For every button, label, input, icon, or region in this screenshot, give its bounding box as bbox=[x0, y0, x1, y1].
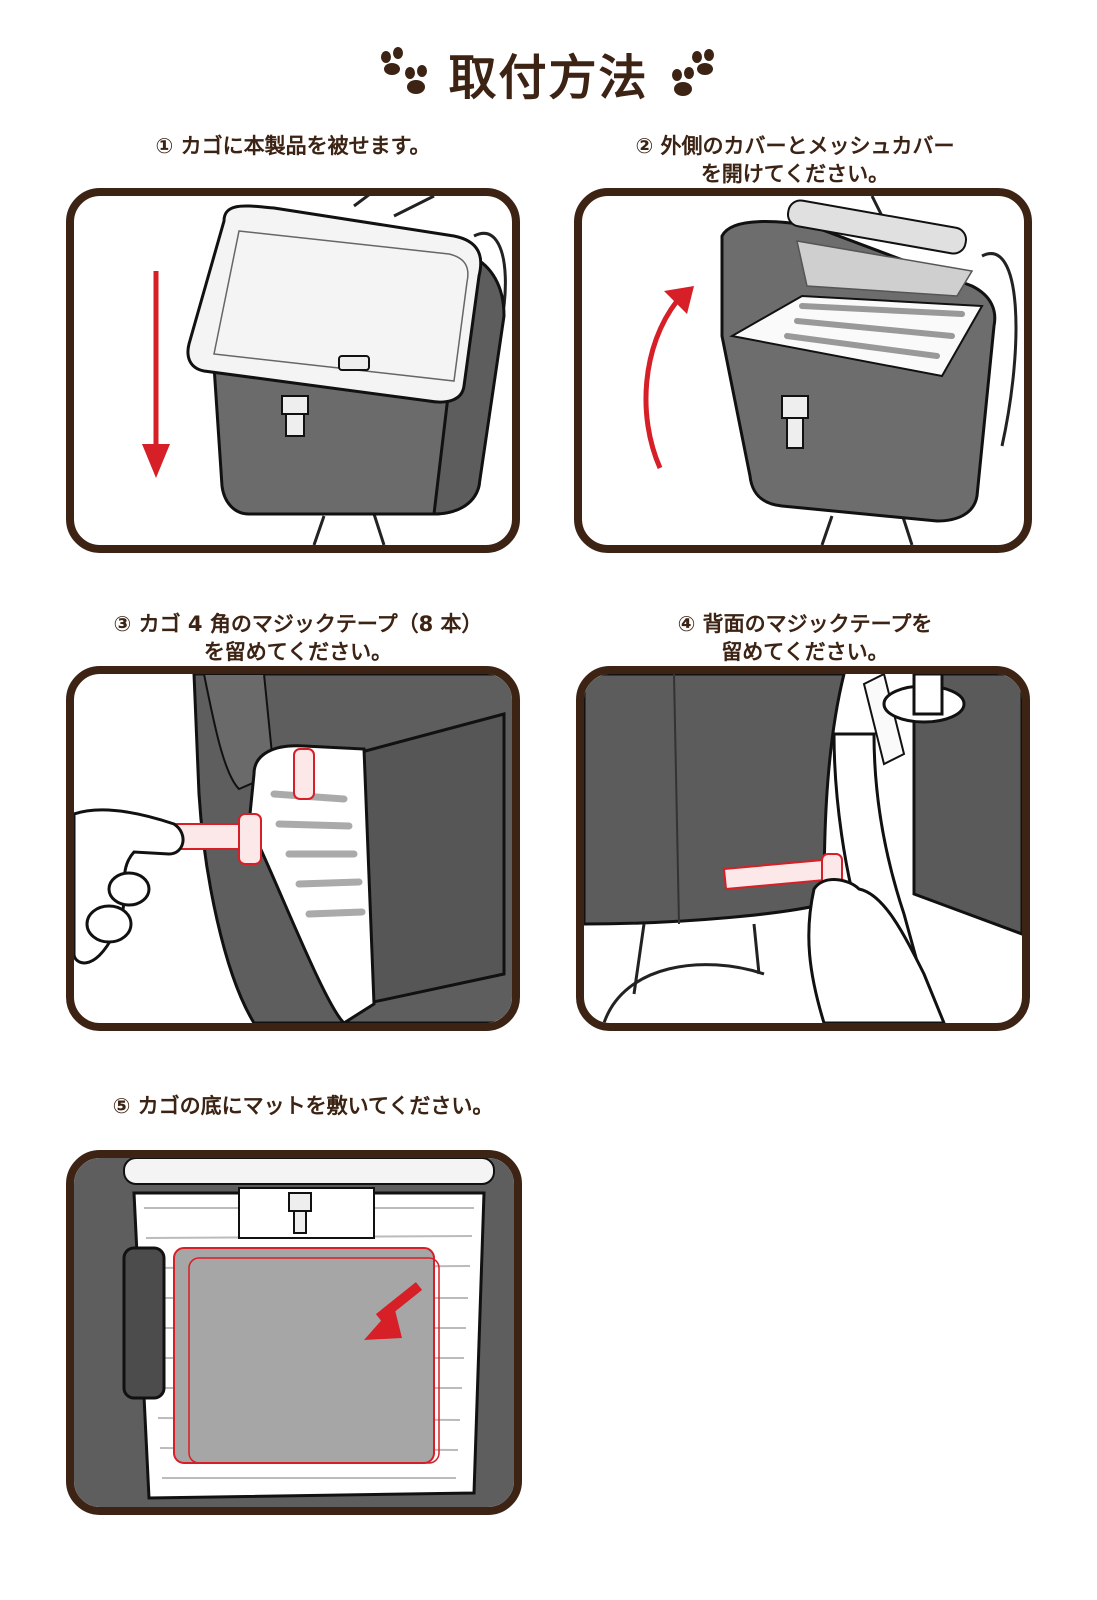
paw-print-icon-right bbox=[671, 49, 714, 96]
step-5-label-line-1: ⑤ カゴの底にマットを敷いてください。 bbox=[112, 1094, 494, 1118]
step-2-label-line-1: ② 外側のカバーとメッシュカバー bbox=[635, 134, 955, 158]
step-1-illustration bbox=[66, 188, 520, 553]
step-1-label: ① カゴに本製品を被せます。 bbox=[68, 132, 518, 160]
step-3-label-line-2: を留めてください。 bbox=[203, 640, 393, 664]
page-title: 取付方法 bbox=[448, 50, 649, 106]
step-4-drawing bbox=[584, 674, 1022, 1023]
step-2-illustration bbox=[574, 188, 1032, 553]
step-3-label-line-1: ③ カゴ 4 角のマジックテープ（8 本） bbox=[113, 612, 483, 636]
step-5-illustration bbox=[66, 1150, 522, 1515]
step-2-drawing bbox=[643, 196, 1018, 545]
step-4-illustration bbox=[576, 666, 1030, 1031]
step-4-label: ④ 背面のマジックテープを 留めてください。 bbox=[580, 610, 1030, 666]
step-1-drawing bbox=[142, 196, 507, 545]
step-5-label: ⑤ カゴの底にマットを敷いてください。 bbox=[68, 1092, 538, 1120]
step-4-label-line-2: 留めてください。 bbox=[721, 640, 889, 664]
step-2-label-line-2: を開けてください。 bbox=[700, 162, 890, 186]
step-5-drawing bbox=[74, 1158, 514, 1507]
step-1-label-line-1: ① カゴに本製品を被せます。 bbox=[155, 134, 431, 158]
paw-print-icon-left bbox=[381, 47, 428, 94]
page-header: 取付方法 bbox=[0, 38, 1097, 108]
step-2-label: ② 外側のカバーとメッシュカバー を開けてください。 bbox=[560, 132, 1030, 188]
step-3-label: ③ カゴ 4 角のマジックテープ（8 本） を留めてください。 bbox=[58, 610, 538, 666]
step-4-label-line-1: ④ 背面のマジックテープを bbox=[677, 612, 933, 636]
step-3-drawing bbox=[74, 674, 512, 1023]
step-3-illustration bbox=[66, 666, 520, 1031]
